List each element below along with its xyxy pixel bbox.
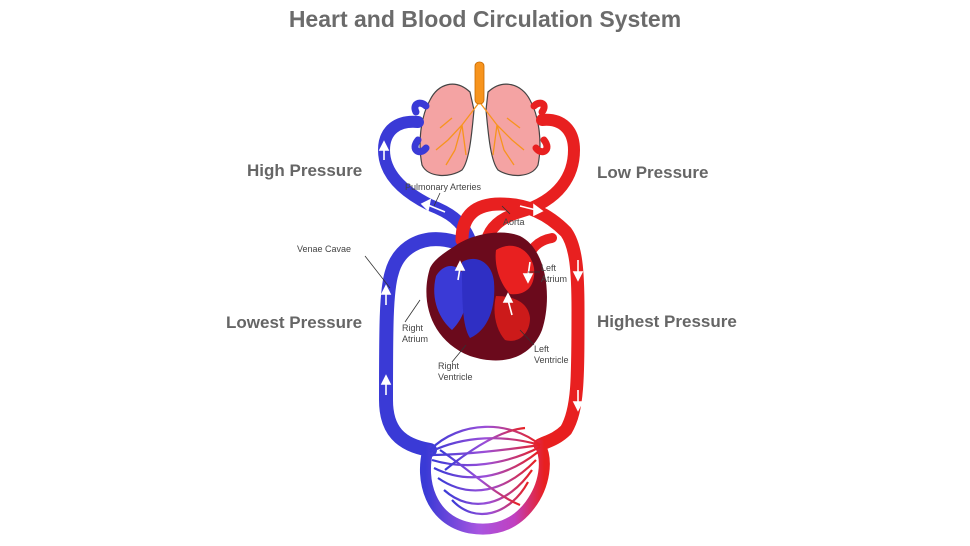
left-lung — [419, 83, 475, 176]
venae-cavae-vessel — [378, 232, 462, 457]
right-atrium-label-2: Atrium — [402, 334, 428, 344]
capillary-network — [419, 425, 550, 535]
aorta-label: Aorta — [503, 217, 525, 227]
trachea — [474, 61, 485, 105]
arrow-heart-2 — [502, 292, 514, 316]
pulmonary-artery-vessel — [377, 115, 476, 246]
arrow-down-red-2 — [572, 390, 584, 412]
right-ventricle-label-1: Right — [438, 361, 460, 371]
low-pressure-label: Low Pressure — [597, 163, 709, 182]
lungs — [419, 61, 541, 176]
page-title: Heart and Blood Circulation System — [288, 6, 682, 32]
highest-pressure-label: Highest Pressure — [597, 312, 737, 331]
flow-arrows — [378, 140, 584, 412]
arrow-heart-1 — [454, 260, 466, 281]
arrow-right-top — [519, 203, 544, 217]
arrow-up-blue — [378, 140, 390, 160]
bronchi — [435, 103, 525, 166]
arrow-down-red — [572, 260, 584, 282]
left-ventricle-chamber — [494, 296, 530, 341]
venae-cavae-label: Venae Cavae — [297, 244, 351, 254]
right-ventricle-label-2: Ventricle — [438, 372, 473, 382]
heart — [426, 232, 547, 361]
left-ventricle-label-2: Ventricle — [534, 355, 569, 365]
lowest-pressure-label: Lowest Pressure — [226, 313, 363, 332]
left-atrium-label-1: Left — [541, 263, 557, 273]
aorta-vessel — [455, 197, 585, 452]
left-atrium-chamber — [495, 245, 535, 295]
right-ventricle-chamber — [462, 258, 495, 338]
venous-vessels — [377, 99, 476, 457]
right-atrium-label-1: Right — [402, 323, 424, 333]
high-pressure-label: High Pressure — [247, 161, 363, 180]
right-lung — [485, 83, 541, 176]
right-atrium-chamber — [434, 265, 468, 330]
arrow-left-top — [420, 198, 446, 213]
pulmonary-vein-vessel — [480, 113, 581, 251]
leader-lines — [364, 192, 540, 363]
pulmonary-arteries-label: Pulmonary Arteries — [405, 182, 482, 192]
left-atrium-label-2: Atrium — [541, 274, 567, 284]
left-ventricle-label-1: Left — [534, 344, 550, 354]
arrow-heart-3 — [522, 261, 534, 284]
arrow-up-left-2 — [380, 284, 392, 305]
arrow-up-left — [380, 374, 392, 395]
